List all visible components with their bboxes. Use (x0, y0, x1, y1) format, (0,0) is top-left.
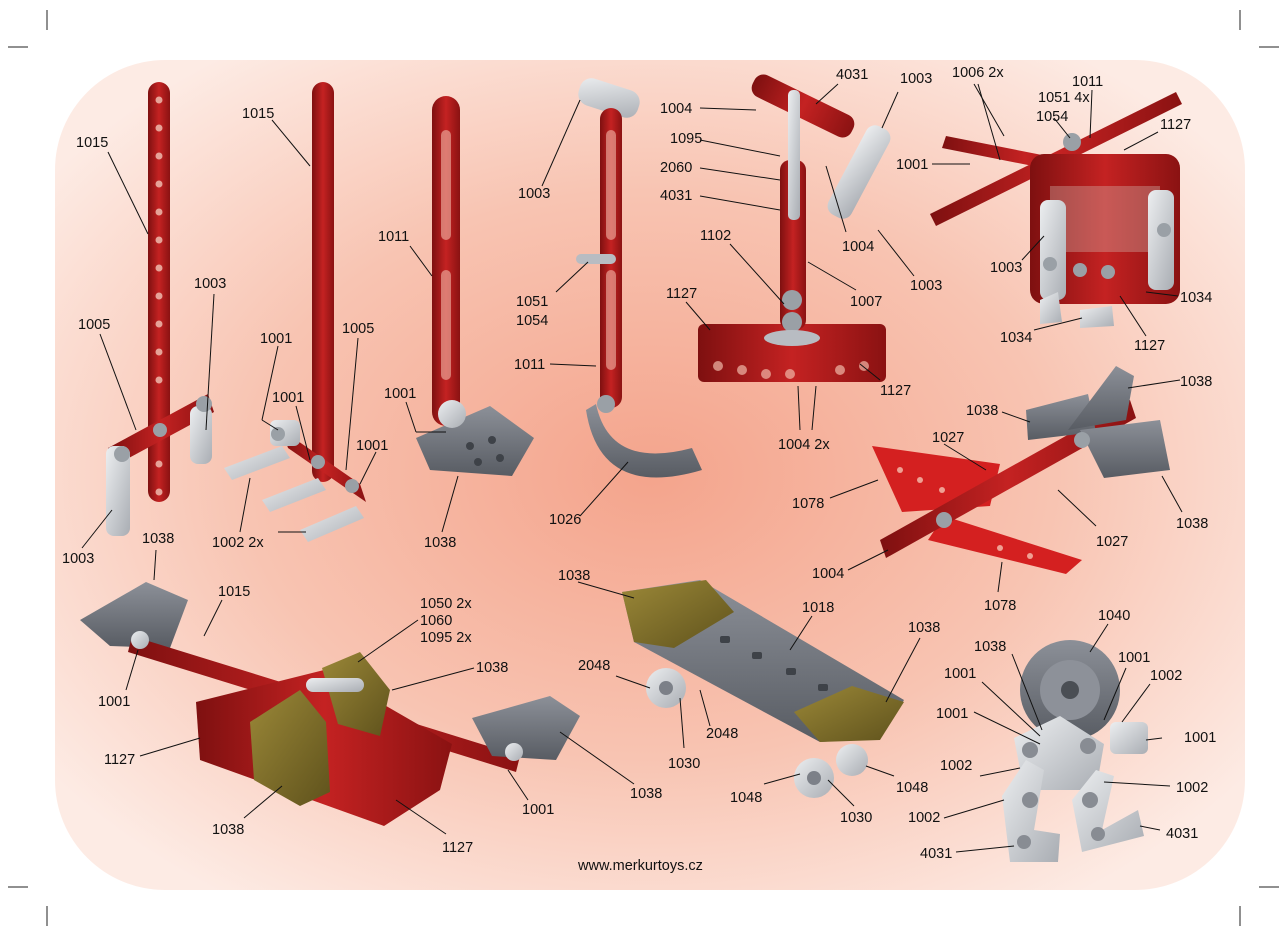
label: 1015 (242, 106, 274, 122)
label: 1051 (516, 294, 548, 310)
label: 1002 (1176, 780, 1208, 796)
label: 2048 (578, 658, 610, 674)
label: 1005 (78, 317, 110, 333)
label: 1102 (700, 228, 731, 244)
label: 4031 (836, 67, 868, 83)
label: 1127 (1134, 338, 1165, 354)
label: 1003 (900, 71, 932, 87)
model-steps (224, 82, 366, 542)
label: 1038 (1180, 374, 1212, 390)
label: 1001 (522, 802, 554, 818)
label: 1030 (840, 810, 872, 826)
label: 1011 (378, 229, 409, 245)
label: 1003 (194, 276, 226, 292)
label: 2048 (706, 726, 738, 742)
label: 1007 (850, 294, 882, 310)
label: 1127 (880, 383, 911, 399)
label: 1040 (1098, 608, 1130, 624)
label: 1001 (98, 694, 130, 710)
label: 1001 (384, 386, 416, 402)
label: 1034 (1000, 330, 1032, 346)
model-robot (1002, 640, 1148, 862)
label: 1004 2x (778, 437, 830, 453)
label: 1054 (516, 313, 548, 329)
part-labels: 1015 1005 1003 1003 1015 1001 1001 1005 … (62, 65, 1216, 862)
model-airplane (872, 366, 1170, 574)
label: 1038 (630, 786, 662, 802)
label: 1001 (1118, 650, 1150, 666)
label: 1002 (940, 758, 972, 774)
label: 1001 (272, 390, 304, 406)
label: 1050 2x (420, 596, 472, 612)
label: 1030 (668, 756, 700, 772)
label: 1005 (342, 321, 374, 337)
label: 1018 (802, 600, 834, 616)
label: 1095 (670, 131, 702, 147)
label: 1038 (966, 403, 998, 419)
label: 1038 (424, 535, 456, 551)
label: 4031 (1166, 826, 1198, 842)
model-hanging-strip (576, 78, 702, 478)
label: 1038 (212, 822, 244, 838)
label: 1038 (908, 620, 940, 636)
label: 1027 (1096, 534, 1128, 550)
label: 1054 (1036, 109, 1068, 125)
label: 1015 (76, 135, 108, 151)
label: 4031 (660, 188, 692, 204)
label: 1011 (1072, 74, 1103, 90)
label: 1026 (549, 512, 581, 528)
model-box-propeller (930, 92, 1182, 328)
label: 1001 (896, 157, 928, 173)
label: 1002 (908, 810, 940, 826)
model-cart (622, 580, 904, 798)
label: 1095 2x (420, 630, 472, 646)
label: 1003 (62, 551, 94, 567)
label: 2060 (660, 160, 692, 176)
leader-lines (81, 83, 1183, 853)
label: 1048 (896, 780, 928, 796)
model-cross (106, 82, 214, 536)
label: 1038 (974, 639, 1006, 655)
label: 1004 (660, 101, 692, 117)
label: 1011 (514, 357, 545, 373)
label: 1027 (932, 430, 964, 446)
label: 1001 (1184, 730, 1216, 746)
label: 1048 (730, 790, 762, 806)
label: 1078 (984, 598, 1016, 614)
crop-marks (8, 10, 1279, 926)
label: 1001 (936, 706, 968, 722)
label: 1004 (842, 239, 874, 255)
label: 1127 (104, 752, 135, 768)
label: 1001 (356, 438, 388, 454)
label: 1038 (1176, 516, 1208, 532)
label: 1038 (476, 660, 508, 676)
label: 1002 (1150, 668, 1182, 684)
label: 1127 (1160, 117, 1191, 133)
label: 1015 (218, 584, 250, 600)
label: 1003 (518, 186, 550, 202)
website-link[interactable]: www.merkurtoys.cz (577, 858, 703, 874)
label: 1034 (1180, 290, 1212, 306)
label: 1060 (420, 613, 452, 629)
label: 1038 (142, 531, 174, 547)
model-seesaw (80, 582, 580, 826)
label: 1127 (442, 840, 473, 856)
label: 1001 (260, 331, 292, 347)
label: 4031 (920, 846, 952, 862)
model-post-on-plate (416, 96, 534, 476)
label: 1038 (558, 568, 590, 584)
model-tower (698, 74, 891, 382)
label: 1002 2x (212, 535, 264, 551)
label: 1001 (944, 666, 976, 682)
label: 1006 2x (952, 65, 1004, 81)
label: 1004 (812, 566, 844, 582)
label: 1078 (792, 496, 824, 512)
label: 1003 (910, 278, 942, 294)
label: 1003 (990, 260, 1022, 276)
label: 1127 (666, 286, 697, 302)
label: 1051 4x (1038, 90, 1090, 106)
